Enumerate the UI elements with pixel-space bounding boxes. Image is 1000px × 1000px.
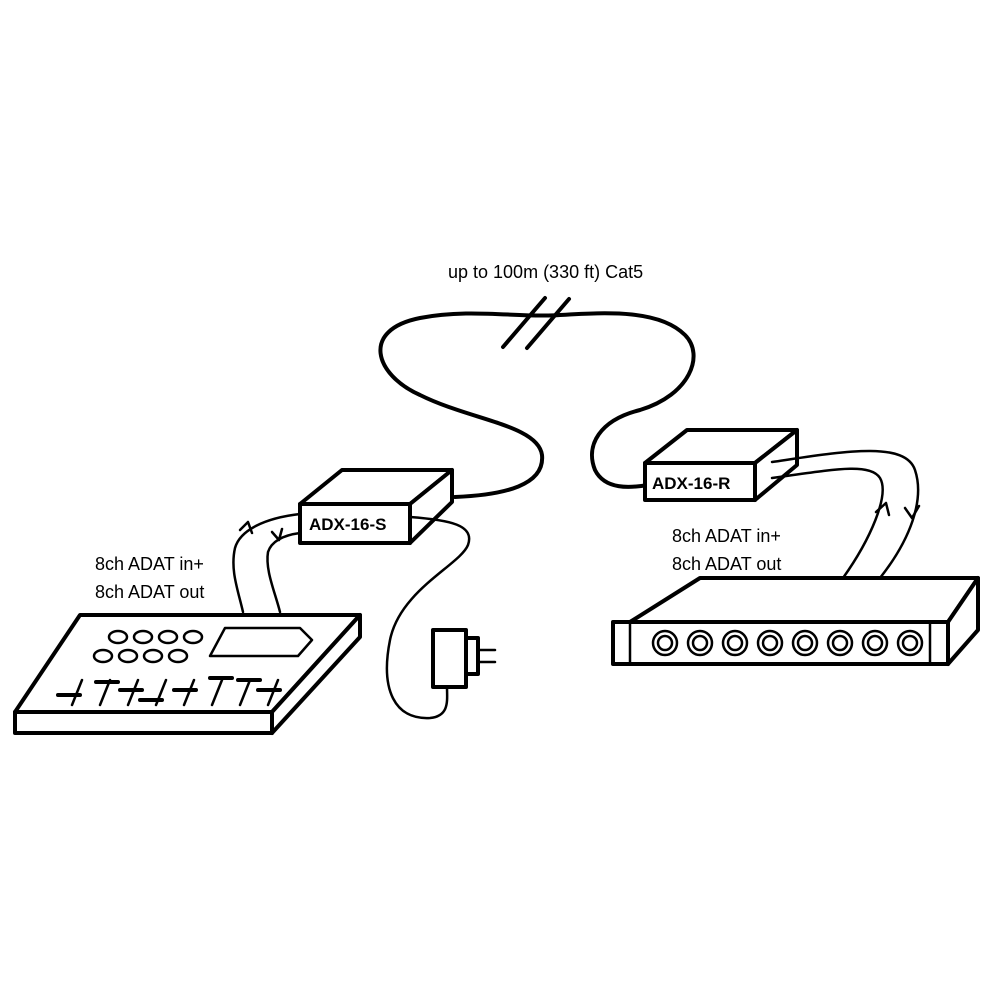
cable-label: up to 100m (330 ft) Cat5	[448, 262, 643, 282]
adx-16-s-label: ADX-16-S	[309, 515, 386, 534]
adat-cable-right-b	[770, 467, 884, 580]
xlr-connector-row	[651, 629, 924, 657]
sender-io-label-line1: 8ch ADAT in+	[95, 554, 204, 574]
adat-cable-left-a	[232, 512, 302, 614]
adx-16-r-box: ADX-16-R	[643, 428, 799, 502]
cable-break-mark-2	[525, 297, 571, 350]
adx-16-s-box: ADX-16-S	[298, 468, 454, 545]
adat-arrow-right-b	[874, 501, 891, 517]
cable-break-mark-1	[501, 296, 547, 349]
power-cable	[385, 515, 471, 720]
sender-io-label-line2: 8ch ADAT out	[95, 582, 204, 602]
adat-arrow-left-b	[270, 527, 284, 542]
adat-cable-left-b	[266, 531, 302, 614]
adat-arrow-right-a	[903, 504, 921, 520]
receiver-io-label-line1: 8ch ADAT in+	[672, 526, 781, 546]
adat-cable-right-a	[770, 449, 920, 580]
receiver-io-label-line2: 8ch ADAT out	[672, 554, 781, 574]
rack-unit-icon	[611, 576, 980, 666]
adat-arrow-left-a	[238, 520, 254, 535]
adx-16-r-label: ADX-16-R	[652, 474, 730, 493]
mixer-console-icon	[13, 613, 362, 735]
cat5-cable	[378, 311, 696, 499]
power-adapter-icon	[431, 628, 497, 689]
